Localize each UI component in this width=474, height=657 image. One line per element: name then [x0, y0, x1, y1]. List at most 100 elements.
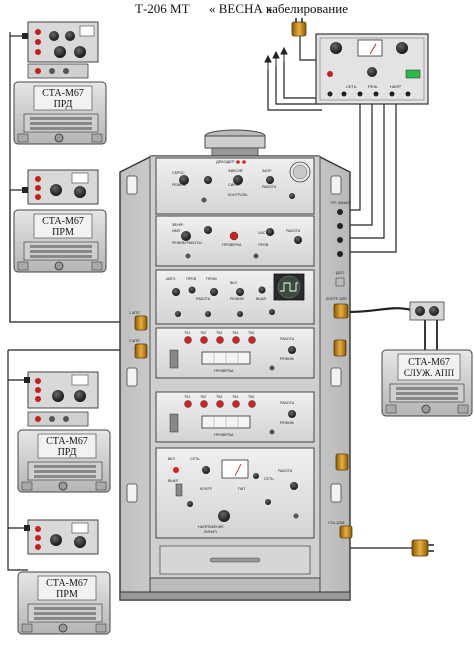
knob-icon[interactable]	[74, 536, 86, 548]
knob-icon[interactable]	[294, 236, 302, 244]
control-box-3b	[27, 411, 89, 427]
panel-2[interactable]: ЗВУКР. ИМП РЕЖИМ РАБОТЫ ПРОВЕРКА ЧАСТОТА…	[155, 215, 315, 267]
switch-icon[interactable]	[169, 349, 179, 369]
lamp-icon	[200, 400, 208, 408]
drawer-handle[interactable]	[209, 557, 261, 563]
teletype-label-plate	[33, 213, 93, 239]
knob-icon[interactable]	[179, 175, 189, 185]
label-right-tlg: ТЛГ. КАНАЛ	[330, 201, 351, 205]
knob-icon[interactable]	[74, 46, 86, 58]
knob-icon[interactable]	[205, 311, 211, 317]
title-model: Т-206 МТ	[135, 1, 190, 16]
knob-icon[interactable]	[210, 288, 218, 296]
knob-icon[interactable]	[74, 186, 86, 198]
switch-icon[interactable]	[175, 483, 183, 497]
panel3-label-2: ПРИМ	[206, 277, 217, 281]
panel5-label-7: РЕЖИМ	[280, 421, 294, 425]
control-box-2[interactable]	[27, 169, 99, 205]
knob-icon[interactable]	[187, 501, 193, 507]
teletype-label-plate	[37, 575, 97, 601]
knob-icon[interactable]	[65, 31, 75, 41]
control-box-4[interactable]	[27, 519, 99, 555]
control-box-3[interactable]	[27, 371, 99, 409]
knob-icon[interactable]	[181, 231, 191, 241]
knob-icon[interactable]	[266, 228, 274, 236]
panel-6-power[interactable]: ВКЛ СЕТЬ ВЫКЛ КОНТР ПИТ РАБОТА СЕТЬ НАПР…	[155, 447, 315, 575]
connector-sta-120[interactable]	[339, 525, 353, 539]
knob-icon[interactable]	[236, 288, 244, 296]
knob-icon[interactable]	[50, 184, 62, 196]
knob-icon[interactable]	[265, 499, 271, 505]
jack-icon[interactable]	[337, 237, 343, 243]
knob-icon[interactable]	[188, 286, 196, 294]
knob-icon[interactable]	[266, 176, 274, 184]
panel6-label-1: СЕТЬ	[190, 457, 200, 461]
knob-icon[interactable]	[233, 175, 243, 185]
service-connector-pair[interactable]	[409, 301, 445, 321]
connector-internal-bottom[interactable]	[335, 453, 349, 471]
panel3-label-4: ВКЛ	[230, 281, 237, 285]
teletype-bottom-1[interactable]: СТА-М67 ПРД	[17, 429, 111, 493]
control-box-1[interactable]	[27, 21, 99, 63]
knob-icon[interactable]	[237, 311, 243, 317]
knob-icon[interactable]	[290, 482, 298, 490]
teletype-line2: ПРД	[58, 447, 77, 458]
panel2-label-5: ПРОВ	[258, 243, 269, 247]
teletype-top-1[interactable]: СТА-М67 ПРД	[13, 81, 107, 145]
connector-1-app[interactable]	[134, 315, 148, 331]
connector-2-app[interactable]	[134, 343, 148, 359]
power-plug-top[interactable]	[291, 18, 307, 37]
switch-icon[interactable]	[169, 413, 179, 433]
teletype-top-2[interactable]: СТА-М67 ПРМ	[13, 209, 107, 273]
lamp-icon	[35, 396, 41, 402]
diagram-title: Т-206 МТ « ВЕСНА » кабелирование	[135, 1, 348, 16]
label-left-1: 1 АПП	[129, 311, 140, 315]
panel2-label-6: РАБОТА	[286, 229, 301, 233]
knob-icon[interactable]	[289, 193, 295, 199]
power-plug-bottom[interactable]	[411, 539, 434, 557]
knob-icon[interactable]	[54, 46, 66, 58]
panel1-label-1: СБРОС	[172, 171, 185, 175]
jack-icon[interactable]	[337, 223, 343, 229]
cable-power-top	[299, 34, 316, 61]
knob-icon[interactable]	[175, 311, 181, 317]
panel6-label-0: ВКЛ	[168, 457, 175, 461]
power-label-0: СЕТЬ	[346, 84, 357, 89]
knob-icon[interactable]	[204, 176, 212, 184]
panel-5[interactable]: ТК1 ТК2 ТК3 ТК4 ТК5 ПРОВЕРКА РАБОТА РЕЖИ…	[155, 391, 315, 443]
jack-icon[interactable]	[337, 251, 343, 257]
knob-icon[interactable]	[367, 67, 377, 77]
knob-icon[interactable]	[218, 510, 230, 522]
panel6-label-3: КОНТР	[200, 487, 213, 491]
panel6-label-8: ЛИНИЯ	[204, 530, 217, 534]
knob-icon[interactable]	[74, 390, 86, 402]
power-unit[interactable]: СЕТЬ РЕЖ. НАПР	[315, 33, 429, 105]
knob-icon[interactable]	[202, 466, 210, 474]
knob-icon[interactable]	[288, 410, 296, 418]
knob-icon[interactable]	[258, 286, 266, 294]
knob-icon[interactable]	[396, 42, 408, 54]
panel-decoder[interactable]: ДЕКОДЕР СБРОС РЕЖИМ ФИКСИР СИНХР ЗАПР РА…	[155, 157, 315, 215]
knob-icon[interactable]	[52, 390, 64, 402]
connector-internal-top[interactable]	[333, 339, 347, 357]
knob-icon[interactable]	[49, 31, 59, 41]
panel6-label-4: ПИТ	[238, 487, 246, 491]
teletype-service[interactable]: СТА-М67 СЛУЖ. АПП	[381, 349, 473, 417]
panel-3[interactable]: АВТО ПРОВ ПРИМ РАБОТА ВКЛ РЕЖИМ ВЫКЛ	[155, 269, 315, 325]
connector-kontr[interactable]	[333, 303, 349, 319]
teletype-bottom-2[interactable]: СТА-М67 ПРМ	[17, 571, 111, 635]
panel2-label-3: ПРОВЕРКА	[222, 243, 242, 247]
jack-icon[interactable]	[337, 209, 343, 215]
knob-icon[interactable]	[330, 42, 342, 54]
power-label-1: РЕЖ.	[368, 84, 378, 89]
knob-icon[interactable]	[253, 473, 259, 479]
panel-4[interactable]: ТК1 ТК2 ТК3 ТК4 ТК5 ПРОВЕРКА РАБОТА РЕЖИ…	[155, 327, 315, 379]
control-box-1b	[27, 63, 89, 79]
knob-icon[interactable]	[204, 226, 212, 234]
panel1-label-7: КОНТРОЛЬ	[228, 193, 248, 197]
knob-icon[interactable]	[269, 309, 275, 315]
lamp-icon	[35, 39, 41, 45]
knob-icon[interactable]	[288, 346, 296, 354]
knob-icon[interactable]	[50, 534, 62, 546]
knob-icon[interactable]	[172, 288, 180, 296]
